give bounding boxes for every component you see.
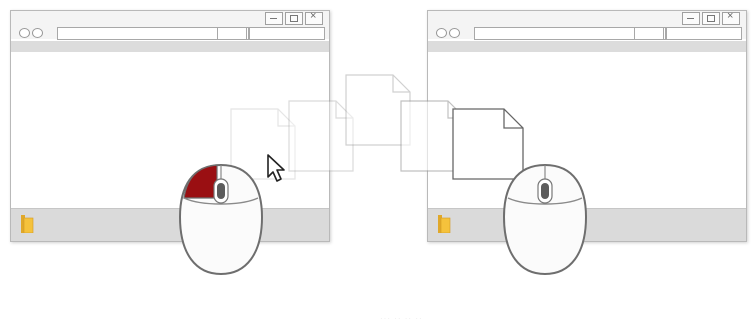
minimize-button[interactable] <box>682 12 700 25</box>
nav-buttons <box>436 28 460 38</box>
details-pane <box>11 208 329 241</box>
mouse-icon <box>500 162 590 277</box>
mouse-icon <box>176 162 266 277</box>
back-button[interactable] <box>19 28 30 38</box>
title-bar[interactable] <box>11 11 329 39</box>
maximize-button[interactable] <box>702 12 720 25</box>
search-input[interactable] <box>666 27 742 40</box>
arrow-pointer-icon <box>266 153 288 183</box>
search-input[interactable] <box>249 27 325 40</box>
toolbar <box>11 41 329 52</box>
nav-buttons <box>19 28 43 38</box>
refresh-button[interactable] <box>634 27 664 40</box>
back-button[interactable] <box>436 28 447 38</box>
forward-button[interactable] <box>32 28 43 38</box>
window-controls <box>265 12 323 25</box>
refresh-button[interactable] <box>217 27 247 40</box>
caption: ··· ·· ·· ·· <box>380 314 423 323</box>
close-button[interactable] <box>722 12 740 25</box>
forward-button[interactable] <box>449 28 460 38</box>
minimize-button[interactable] <box>265 12 283 25</box>
folder-icon[interactable] <box>21 215 34 233</box>
maximize-button[interactable] <box>285 12 303 25</box>
window-controls <box>682 12 740 25</box>
title-bar[interactable] <box>428 11 746 39</box>
toolbar <box>428 41 746 52</box>
folder-icon[interactable] <box>438 215 451 233</box>
close-button[interactable] <box>305 12 323 25</box>
